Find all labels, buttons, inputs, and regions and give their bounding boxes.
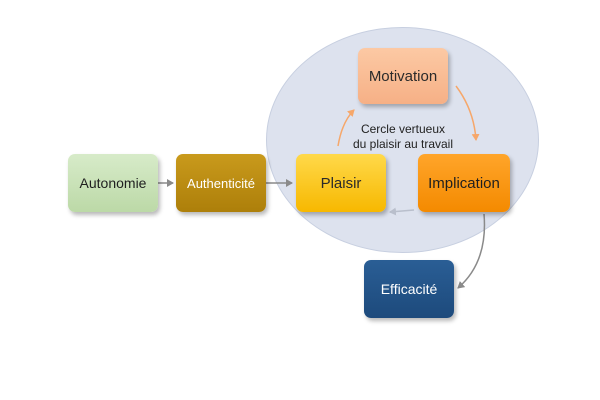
cycle-label-line1: Cercle vertueux	[360, 122, 446, 136]
node-plaisir-label: Plaisir	[320, 174, 362, 192]
arrow-plaisir-to-motivation	[337, 109, 355, 147]
node-authenticite: Authenticité	[176, 154, 266, 212]
node-implication: Implication	[418, 154, 510, 212]
node-plaisir: Plaisir	[296, 154, 386, 212]
cycle-label-line2: du plaisir au travail	[352, 137, 454, 151]
node-efficacite-label: Efficacité	[380, 281, 438, 297]
arrow-motivation-to-implication	[455, 85, 480, 141]
cycle-label: Cercle vertueux du plaisir au travail	[326, 122, 480, 152]
node-autonomie: Autonomie	[68, 154, 158, 212]
node-implication-label: Implication	[428, 174, 500, 192]
node-efficacite: Efficacité	[364, 260, 454, 318]
arrow-implication-to-efficacite	[457, 213, 486, 289]
node-motivation: Motivation	[358, 48, 448, 104]
node-autonomie-label: Autonomie	[79, 175, 147, 191]
node-motivation-label: Motivation	[368, 67, 438, 85]
node-authenticite-label: Authenticité	[187, 175, 255, 191]
arrow-implication-to-plaisir	[389, 207, 415, 216]
